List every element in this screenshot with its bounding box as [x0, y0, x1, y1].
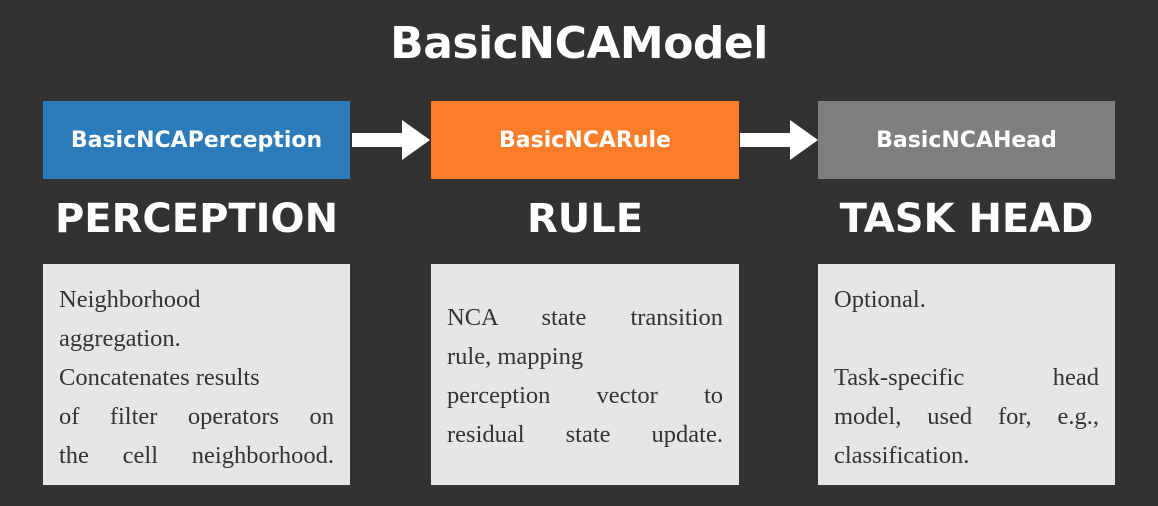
description-line: Neighborhood	[59, 286, 201, 313]
right-arrow-icon	[740, 120, 818, 160]
perception-module-box: BasicNCAPerception	[43, 101, 350, 179]
description-line: model, used for, e.g.,	[834, 403, 1099, 430]
description-line: residual state update.	[447, 421, 723, 448]
description-line: Task-specific head	[834, 364, 1099, 391]
rule-description: NCA state transition rule, mapping perce…	[431, 264, 739, 485]
description-line: of filter operators on	[59, 403, 334, 430]
description-line: classification.	[834, 442, 970, 469]
description-line: perception vector to	[447, 382, 723, 409]
task-head-description: Optional. Task-specific head model, used…	[818, 264, 1115, 485]
right-arrow-icon	[352, 120, 430, 160]
rule-module-box: BasicNCARule	[431, 101, 739, 179]
description-line: the cell neighborhood.	[59, 442, 334, 469]
description-line: Optional.	[834, 286, 926, 313]
description-line: aggregation.	[59, 325, 181, 352]
description-line: Concatenates results	[59, 364, 260, 391]
description-spacer	[834, 319, 1099, 358]
description-line: rule, mapping	[447, 343, 584, 370]
rule-heading: RULE	[526, 196, 644, 242]
task-head-heading: TASK HEAD	[839, 196, 1094, 242]
perception-description: Neighborhood aggregation. Concatenates r…	[43, 264, 350, 485]
diagram-title: BasicNCAModel	[390, 18, 768, 69]
perception-heading: PERCEPTION	[54, 196, 339, 242]
description-line: NCA state transition	[447, 304, 723, 331]
task-head-module-box: BasicNCAHead	[818, 101, 1115, 179]
